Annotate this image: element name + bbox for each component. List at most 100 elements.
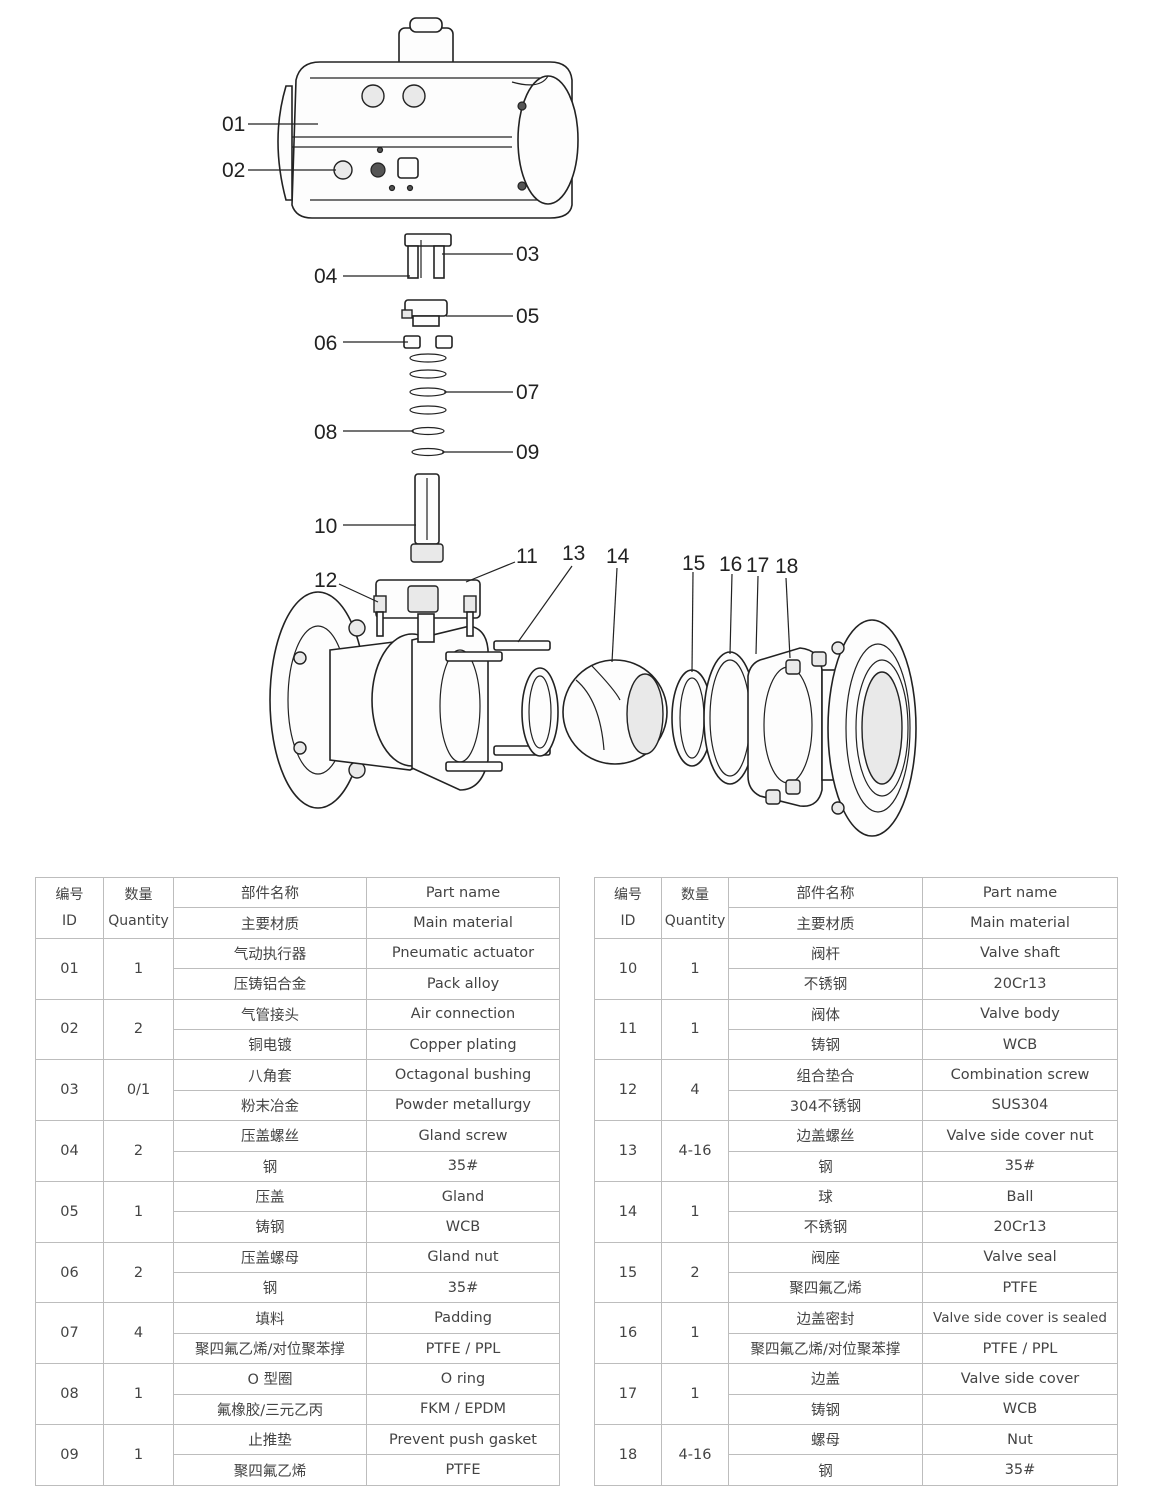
part-id: 06 — [35, 1241, 104, 1304]
part-name-cn: 螺母 — [728, 1424, 923, 1456]
part-id: 11 — [594, 998, 662, 1061]
gland-drawing — [401, 299, 448, 327]
part-material-cn: 不锈钢 — [728, 1211, 923, 1243]
octagonal-bushing-drawing — [404, 233, 452, 279]
callout-13: 13 — [562, 542, 585, 565]
part-name-cn: 阀杆 — [728, 937, 923, 970]
callout-06: 06 — [314, 332, 337, 355]
part-name-en: Ball — [922, 1180, 1118, 1213]
part-name-en: Octagonal bushing — [366, 1059, 560, 1091]
part-name-en: Valve side cover nut — [922, 1120, 1118, 1152]
part-name-en: Gland — [366, 1180, 560, 1213]
part-material-cn: 聚四氟乙烯 — [728, 1272, 923, 1304]
part-id: 05 — [35, 1180, 104, 1243]
part-material-cn: 铸钢 — [728, 1028, 923, 1061]
part-name-en: Valve side cover — [922, 1363, 1118, 1395]
part-id: 03 — [35, 1059, 104, 1122]
callout-16: 16 — [719, 553, 742, 576]
ball-drawing — [562, 659, 668, 765]
part-name-cn: 压盖螺丝 — [173, 1120, 367, 1152]
part-qty: 4-16 — [661, 1120, 729, 1182]
part-qty: 1 — [103, 1363, 174, 1426]
valve-body-drawing — [269, 579, 489, 809]
part-material-en: WCB — [922, 1028, 1118, 1061]
part-name-en: Gland nut — [366, 1241, 560, 1274]
exploded-valve-diagram: 01 02 03 04 05 06 07 08 09 10 11 12 13 1… — [222, 17, 917, 837]
part-name-en: Valve seal — [922, 1241, 1118, 1274]
leader-lines — [248, 123, 791, 673]
part-material-en: PTFE — [366, 1454, 560, 1486]
part-material-cn: 钢 — [173, 1150, 367, 1182]
part-material-en: WCB — [922, 1393, 1118, 1426]
part-id: 08 — [35, 1363, 104, 1426]
callout-05: 05 — [516, 305, 539, 328]
part-name-cn: 边盖密封 — [728, 1302, 923, 1334]
part-material-en: WCB — [366, 1211, 560, 1243]
part-name-cn: 阀体 — [728, 998, 923, 1030]
part-material-en: FKM / EPDM — [366, 1393, 560, 1426]
part-qty: 1 — [103, 937, 174, 1000]
part-name-en: Combination screw — [922, 1059, 1118, 1091]
part-qty: 2 — [103, 998, 174, 1061]
part-qty: 1 — [103, 1424, 174, 1486]
part-qty: 2 — [103, 1120, 174, 1182]
part-id: 18 — [594, 1424, 662, 1486]
part-material-cn: 聚四氟乙烯/对位聚苯撑 — [173, 1332, 367, 1365]
part-name-cn: 边盖螺丝 — [728, 1120, 923, 1152]
callout-12: 12 — [314, 569, 337, 592]
part-material-cn: 氟橡胶/三元乙丙 — [173, 1393, 367, 1426]
nuts-drawing — [765, 651, 827, 805]
callout-15: 15 — [682, 552, 705, 575]
part-material-en: PTFE — [922, 1272, 1118, 1304]
callout-14: 14 — [606, 545, 630, 568]
part-material-cn: 钢 — [173, 1272, 367, 1304]
packing-rings-drawing — [409, 353, 447, 415]
part-material-en: PTFE / PPL — [366, 1332, 560, 1365]
part-name-cn: 组合垫合 — [728, 1059, 923, 1091]
callout-03: 03 — [516, 243, 539, 266]
part-name-en: Valve side cover is sealed — [922, 1302, 1118, 1334]
header-material-cn: 主要材质 — [173, 907, 367, 939]
callout-04: 04 — [314, 265, 338, 288]
header-material-cn: 主要材质 — [728, 907, 923, 939]
part-material-cn: 铸钢 — [173, 1211, 367, 1243]
part-material-en: 35# — [922, 1454, 1118, 1486]
part-qty: 4 — [661, 1059, 729, 1122]
part-name-cn: O 型圈 — [173, 1363, 367, 1395]
callout-07: 07 — [516, 381, 539, 404]
part-qty: 2 — [103, 1241, 174, 1304]
part-id: 07 — [35, 1302, 104, 1365]
callout-18: 18 — [775, 555, 798, 578]
combination-screw-drawing — [373, 595, 477, 637]
part-material-en: Powder metallurgy — [366, 1089, 560, 1122]
part-name-cn: 球 — [728, 1180, 923, 1213]
part-qty: 1 — [103, 1180, 174, 1243]
part-material-cn: 304不锈钢 — [728, 1089, 923, 1122]
side-cover-studs-drawing — [445, 640, 551, 772]
part-qty: 2 — [661, 1241, 729, 1304]
part-qty: 4-16 — [661, 1424, 729, 1486]
part-name-cn: 边盖 — [728, 1363, 923, 1395]
part-material-cn: 钢 — [728, 1150, 923, 1182]
part-material-cn: 不锈钢 — [728, 968, 923, 1000]
header-part-name-en: Part name — [366, 876, 560, 909]
part-material-cn: 铸钢 — [728, 1393, 923, 1426]
part-material-cn: 粉末冶金 — [173, 1089, 367, 1122]
part-name-en: Padding — [366, 1302, 560, 1334]
o-ring-drawing — [411, 426, 445, 436]
body-seat-ring-drawing — [521, 667, 559, 757]
valve-shaft-drawing — [410, 473, 444, 563]
part-material-cn: 压铸铝合金 — [173, 968, 367, 1000]
part-name-cn: 压盖 — [173, 1180, 367, 1213]
part-material-en: 20Cr13 — [922, 968, 1118, 1000]
part-name-en: Air connection — [366, 998, 560, 1030]
part-material-en: 35# — [366, 1272, 560, 1304]
gland-nut-drawing — [403, 335, 453, 349]
part-material-en: 35# — [366, 1150, 560, 1182]
part-name-cn: 填料 — [173, 1302, 367, 1334]
part-name-en: Gland screw — [366, 1120, 560, 1152]
